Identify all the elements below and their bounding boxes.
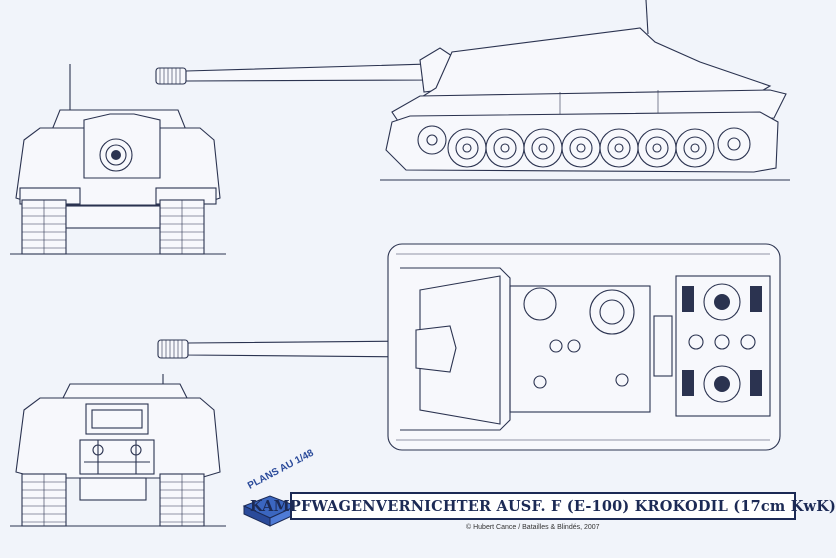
- title-box: KAMPFWAGENVERNICHTER AUSF. F (E-100) KRO…: [250, 492, 836, 520]
- side-view: [155, 0, 790, 181]
- top-view: [157, 243, 781, 451]
- rear-view: [10, 374, 226, 527]
- blueprint-sheet: { "title": "KAMPFWAGENVERNICHTER AUSF. F…: [10, 0, 836, 531]
- front-view: [10, 64, 226, 255]
- copyright-credit: © Hubert Cance / Batailles & Blindés, 20…: [466, 524, 600, 531]
- drawing-title: KAMPFWAGENVERNICHTER AUSF. F (E-100) KRO…: [249, 497, 836, 515]
- drawing-canvas: [10, 0, 790, 527]
- road-wheels: [417, 125, 751, 168]
